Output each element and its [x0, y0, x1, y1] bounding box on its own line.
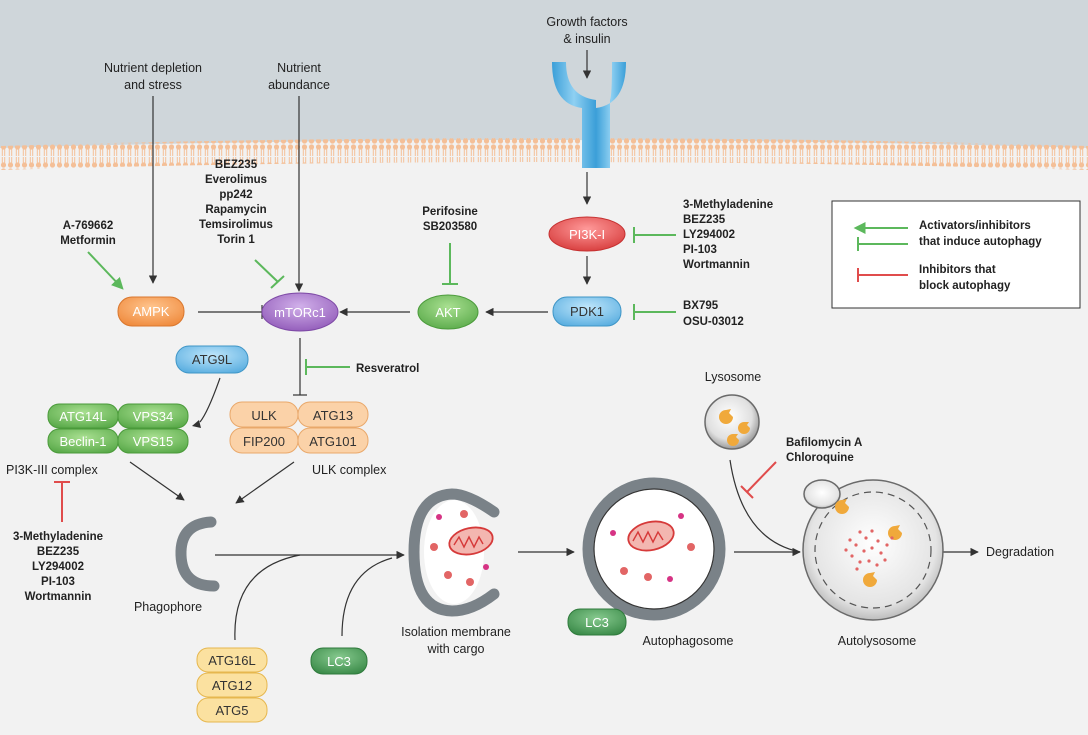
pi3k3-drug-5: Wortmannin [25, 591, 92, 603]
legend-red-line1: Inhibitors that [919, 264, 996, 276]
node-pi3k1: PI3K-I [548, 216, 626, 252]
with-cargo-label: with cargo [427, 642, 485, 656]
nutrient-depletion-label: Nutrient depletion [104, 61, 202, 75]
lyso-drug-1: Bafilomycin A [786, 437, 862, 449]
node-lc3-free: LC3 [310, 647, 368, 675]
autolysosome [802, 479, 944, 621]
svg-text:PDK1: PDK1 [570, 304, 604, 319]
mtor-drug-4: Rapamycin [205, 204, 266, 216]
pi3k3-complex-label: PI3K-III complex [6, 463, 98, 477]
atg9l-arrowhead [192, 420, 201, 428]
phagophore-label: Phagophore [134, 600, 202, 614]
node-atg9l: ATG9L [175, 345, 249, 374]
ulk-complex: ULK ATG13 FIP200 ATG101 [229, 401, 369, 454]
legend: Activators/inhibitors that induce autoph… [831, 200, 1081, 309]
degradation-label: Degradation [986, 545, 1054, 559]
svg-text:LC3: LC3 [327, 654, 351, 669]
svg-text:ATG12: ATG12 [212, 678, 252, 693]
mtor-drug-3: pp242 [219, 189, 252, 201]
extracellular-space [0, 0, 1088, 148]
atg-conjugation-stack: ATG16L ATG12 ATG5 [196, 647, 268, 723]
svg-text:ATG16L: ATG16L [208, 653, 255, 668]
pi3k3-complex: ATG14L VPS34 Beclin-1 VPS15 [47, 403, 189, 454]
pi3k1-drug-3: LY294002 [683, 229, 735, 241]
ulk-complex-label: ULK complex [312, 463, 387, 477]
pi3k1-drug-4: PI-103 [683, 244, 717, 256]
svg-text:ATG13: ATG13 [313, 408, 353, 423]
svg-text:ATG14L: ATG14L [59, 409, 106, 424]
nutrient-abundance-label-2: abundance [268, 78, 330, 92]
stress-label: and stress [124, 78, 182, 92]
hydrolase-icon [719, 409, 750, 446]
legend-green-line1: Activators/inhibitors [919, 220, 1031, 232]
isolation-membrane [408, 488, 500, 617]
autolysosome-label: Autolysosome [838, 634, 917, 648]
green-modulators [87, 227, 676, 375]
receptor-icon [552, 62, 626, 168]
svg-text:VPS15: VPS15 [133, 434, 173, 449]
insulin-label: & insulin [563, 32, 610, 46]
pi3k3-drug-1: 3-Methyladenine [13, 531, 103, 543]
pi3k1-drug-2: BEZ235 [683, 214, 726, 226]
node-lc3-bound: LC3 [567, 608, 627, 636]
pathway-arrows [129, 50, 979, 641]
node-ampk: AMPK [117, 296, 185, 327]
svg-text:ATG9L: ATG9L [192, 352, 232, 367]
svg-text:ULK: ULK [251, 408, 277, 423]
svg-text:LC3: LC3 [585, 615, 609, 630]
svg-text:PI3K-I: PI3K-I [569, 227, 605, 242]
growth-factors-label: Growth factors [546, 15, 627, 29]
degraded-cargo [844, 529, 894, 571]
cell-membrane [0, 138, 1088, 170]
mtor-drug-5: Temsirolimus [199, 219, 273, 231]
svg-text:AMPK: AMPK [133, 304, 170, 319]
pi3k1-drug-1: 3-Methyladenine [683, 199, 773, 211]
pdk1-drug-2: OSU-03012 [683, 316, 744, 328]
legend-green-line2: that induce autophagy [919, 236, 1042, 248]
pi3k3-drug-2: BEZ235 [37, 546, 80, 558]
lysosome-label: Lysosome [705, 370, 762, 384]
svg-text:ATG5: ATG5 [216, 703, 249, 718]
phagophore [175, 516, 220, 592]
isolation-membrane-label: Isolation membrane [401, 625, 511, 639]
lysosome [704, 394, 760, 450]
nutrient-abundance-label: Nutrient [277, 61, 321, 75]
mtor-drug-1: BEZ235 [215, 159, 258, 171]
ampk-drug-2: Metformin [60, 235, 116, 247]
legend-red-line2: block autophagy [919, 280, 1011, 292]
svg-text:Beclin-1: Beclin-1 [60, 434, 107, 449]
pi3k3-drug-4: PI-103 [41, 576, 75, 588]
node-akt: AKT [417, 294, 479, 330]
svg-text:ATG101: ATG101 [309, 434, 356, 449]
pdk1-drug-1: BX795 [683, 300, 719, 312]
autophagosome-label: Autophagosome [642, 634, 733, 648]
resveratrol-label: Resveratrol [356, 363, 419, 375]
autophagosome [582, 477, 726, 621]
mtor-drug-2: Everolimus [205, 174, 267, 186]
svg-text:FIP200: FIP200 [243, 434, 285, 449]
svg-text:mTORc1: mTORc1 [274, 305, 326, 320]
mitochondrion-icon [448, 526, 494, 556]
mtor-drug-6: Torin 1 [217, 234, 255, 246]
pi3k3-drug-3: LY294002 [32, 561, 84, 573]
akt-drug-1: Perifosine [422, 206, 478, 218]
svg-text:VPS34: VPS34 [133, 409, 173, 424]
akt-drug-2: SB203580 [423, 221, 477, 233]
mitochondrion-icon [627, 520, 675, 552]
ampk-drug-1: A-769662 [63, 220, 114, 232]
red-modulators [54, 461, 777, 522]
node-pdk1: PDK1 [552, 296, 622, 327]
lyso-drug-2: Chloroquine [786, 452, 854, 464]
pi3k1-drug-5: Wortmannin [683, 259, 750, 271]
svg-text:AKT: AKT [435, 305, 460, 320]
node-mtorc1: mTORc1 [261, 292, 339, 332]
